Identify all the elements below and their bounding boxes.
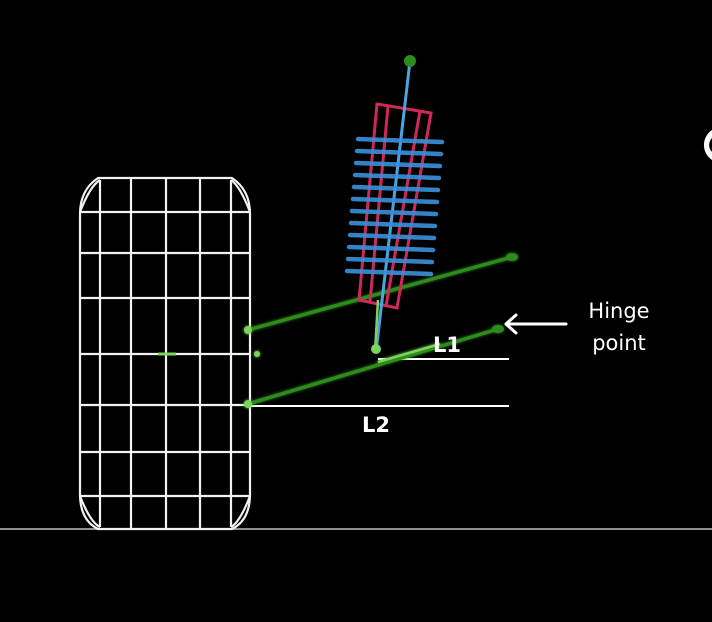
shock-rod — [374, 60, 412, 353]
hinge-point-pivot — [492, 325, 504, 333]
l2-label: L2 — [362, 413, 390, 437]
partial-circle-icon — [703, 130, 712, 160]
hinge-label-line2: point — [592, 331, 646, 355]
coilover — [344, 55, 445, 354]
shock-top-mount — [404, 55, 416, 67]
tire-shoulder — [78, 495, 101, 528]
shock-bottom-mount — [371, 344, 381, 354]
knuckle-upper-joint — [244, 326, 252, 334]
wheel-hub-joint — [254, 351, 260, 357]
upper-arm-pivot — [506, 253, 518, 261]
tire-shoulder — [230, 495, 252, 528]
lower-arm-highlight — [377, 342, 441, 364]
damper-body — [357, 102, 433, 310]
shock-rod-lower — [373, 299, 380, 353]
hinge-label-line1: Hinge — [588, 299, 649, 323]
spring-coils — [344, 136, 445, 277]
tire-outline — [78, 176, 252, 531]
l1-label: L1 — [433, 333, 461, 357]
upper-control-arm — [247, 255, 513, 332]
tire-shoulder — [78, 179, 101, 213]
lower-control-arm — [247, 327, 499, 406]
knuckle-lower-joint — [244, 400, 252, 408]
tire-shoulder — [230, 179, 252, 213]
control-arms — [244, 253, 518, 408]
arrow-left-icon — [504, 313, 568, 335]
